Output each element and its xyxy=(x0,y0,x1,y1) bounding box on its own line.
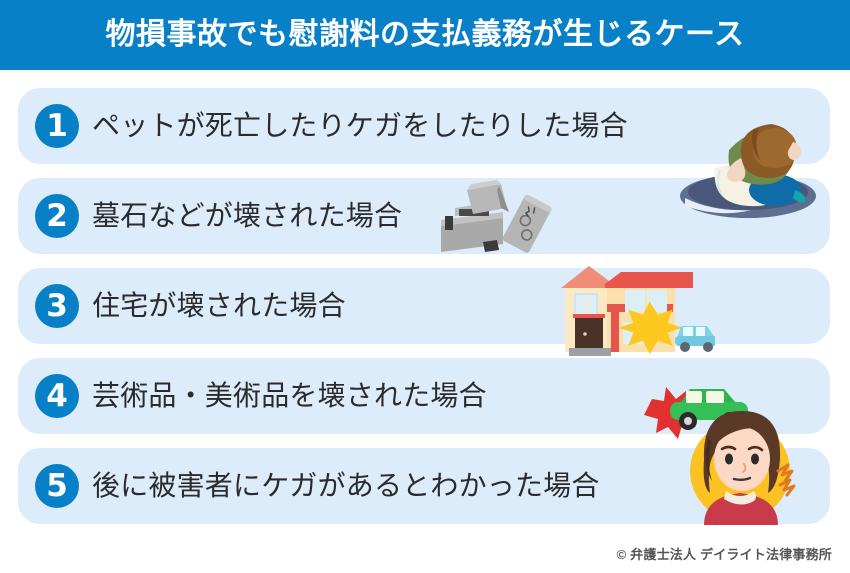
case-number-badge: 3 xyxy=(35,284,79,328)
list-item: 2 墓石などが壊された場合 xyxy=(18,178,830,254)
case-label: 芸術品・美術品を壊された場合 xyxy=(92,379,487,411)
case-number-badge: 1 xyxy=(35,104,79,148)
case-number-badge: 2 xyxy=(35,194,79,238)
header-bar: 物損事故でも慰謝料の支払義務が生じるケース xyxy=(0,0,850,70)
list-item: 4 芸術品・美術品を壊された場合 xyxy=(18,358,830,434)
case-label: 後に被害者にケガがあるとわかった場合 xyxy=(92,469,600,501)
list-item: 5 後に被害者にケガがあるとわかった場合 xyxy=(18,448,830,524)
case-label: ペットが死亡したりケガをしたりした場合 xyxy=(92,109,628,141)
list-item: 1 ペットが死亡したりケガをしたりした場合 xyxy=(18,88,830,164)
list-item: 3 住宅が壊された場合 xyxy=(18,268,830,344)
page-title: 物損事故でも慰謝料の支払義務が生じるケース xyxy=(105,18,745,51)
case-label: 墓石などが壊された場合 xyxy=(92,199,403,231)
case-number-badge: 4 xyxy=(35,374,79,418)
case-number-badge: 5 xyxy=(35,464,79,508)
case-label: 住宅が壊された場合 xyxy=(92,289,346,321)
copyright-text: © 弁護士法人 デイライト法律事務所 xyxy=(616,547,832,562)
case-list: 1 ペットが死亡したりケガをしたりした場合 2 墓石などが壊された場合 3 住宅… xyxy=(18,88,830,538)
